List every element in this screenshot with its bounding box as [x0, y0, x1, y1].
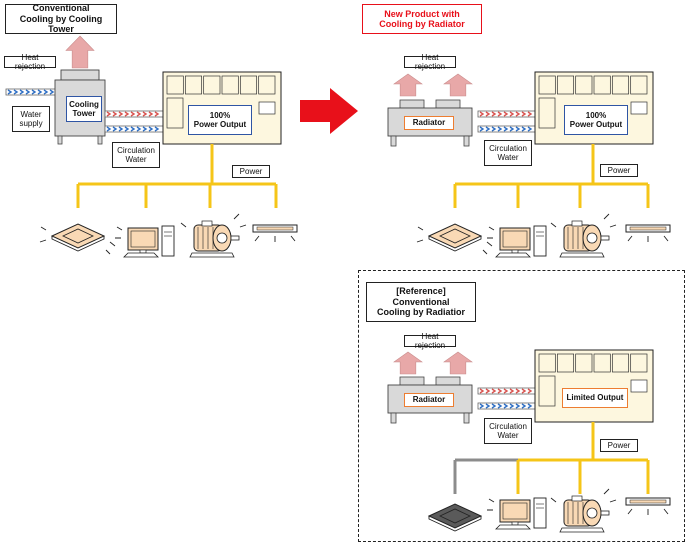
radiator-label: Radiator	[404, 393, 454, 407]
lighting-fixture-icon	[626, 225, 670, 242]
panel-title-new-product: New Product with Cooling by Radiator	[362, 4, 482, 34]
hot-circulation-pipe	[478, 111, 535, 117]
panel-title-reference: [Reference] Conventional Cooling by Radi…	[366, 282, 476, 322]
water-supply-label: Water supply	[12, 106, 50, 132]
heat-rejection-arrow	[444, 74, 472, 96]
heat-rejection-arrow	[66, 36, 94, 68]
computer-icon	[487, 226, 546, 257]
hot-circulation-pipe	[105, 111, 163, 117]
power-label: Power	[232, 165, 270, 178]
cold-circulation-pipe	[478, 126, 535, 132]
water-supply-pipe	[6, 89, 58, 95]
machine-output-label: 100% Power Output	[564, 105, 628, 135]
lighting-fixture-icon	[253, 225, 297, 242]
computer-icon	[115, 226, 174, 257]
circulation-water-label: Circulation Water	[484, 418, 532, 444]
heat-rejection-label: Heat rejection	[404, 335, 456, 347]
heat-rejection-label: Heat rejection	[404, 56, 456, 68]
heat-rejection-arrow	[394, 74, 422, 96]
motor-icon	[181, 214, 246, 257]
machine-output-label: 100% Power Output	[188, 105, 252, 135]
panel-title-conventional: Conventional Cooling by Cooling Tower	[5, 4, 117, 34]
power-label: Power	[600, 439, 638, 452]
motor-icon	[551, 214, 616, 257]
cooling-tower-label: Cooling Tower	[66, 96, 102, 122]
power-label: Power	[600, 164, 638, 177]
ceiling-cassette-icon	[417, 224, 492, 254]
circulation-water-label: Circulation Water	[112, 142, 160, 168]
cold-circulation-pipe	[105, 126, 163, 132]
heat-rejection-label: Heat rejection	[4, 56, 56, 68]
transition-arrow	[300, 88, 358, 134]
radiator-label: Radiator	[404, 116, 454, 130]
ceiling-cassette-icon	[40, 224, 115, 254]
circulation-water-label: Circulation Water	[484, 140, 532, 166]
machine-output-label: Limited Output	[562, 388, 628, 408]
